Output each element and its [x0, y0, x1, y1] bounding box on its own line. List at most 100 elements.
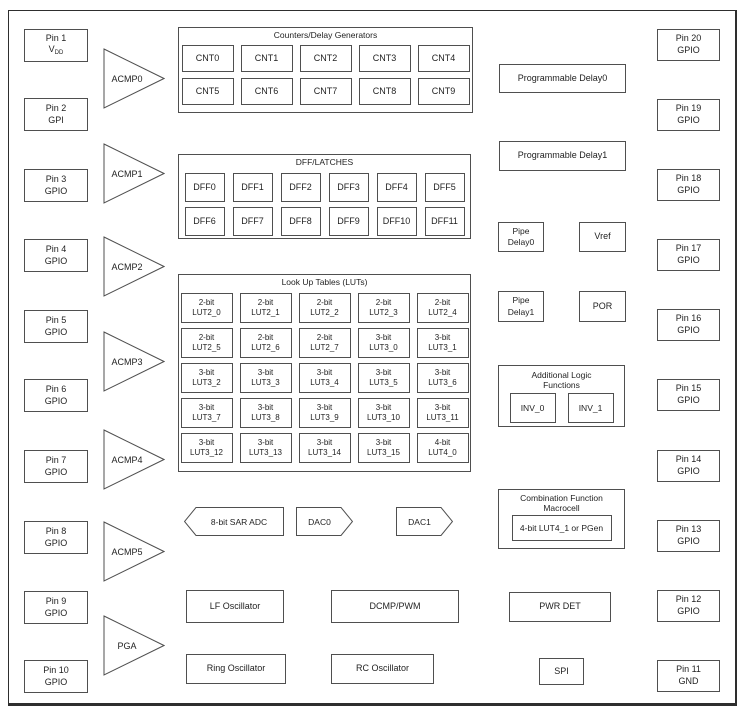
triangle-shape: [103, 143, 165, 204]
combination-macrocell-group: Combination Function Macrocell 4-bit LUT…: [498, 489, 625, 549]
additional-logic-title: Additional Logic Functions: [531, 370, 592, 391]
pipe-delay1-block: Pipe Delay1: [498, 291, 544, 322]
pin-1-box: Pin 1 VDD: [24, 29, 88, 62]
rc-oscillator-block: RC Oscillator: [331, 654, 434, 684]
pin-11-function: GND: [678, 676, 699, 686]
dac-pentagon-shape: [396, 507, 453, 536]
pin-9-function: GPIO: [44, 607, 68, 618]
por-block: POR: [579, 291, 626, 322]
acmp2-amplifier: ACMP2: [103, 236, 165, 297]
dff-cell: DFF1: [232, 172, 273, 202]
acmp4-amplifier: ACMP4: [103, 429, 165, 490]
pin-16-function: GPIO: [677, 325, 700, 335]
pin-14-label: Pin 14: [675, 454, 702, 465]
counter-cell: CNT3: [358, 44, 411, 72]
pin-8-label: Pin 8: [45, 525, 67, 536]
counters-title: Counters/Delay Generators: [273, 30, 378, 40]
pin-15-box: Pin 15 GPIO: [657, 379, 720, 411]
pin-13-label: Pin 13: [675, 524, 702, 535]
dff-cell: DFF11: [424, 206, 465, 236]
pin-10-label: Pin 10: [43, 664, 69, 675]
pin-4-box: Pin 4 GPIO: [24, 239, 88, 272]
pin-9-label: Pin 9: [45, 595, 67, 606]
counter-cell: CNT7: [299, 77, 352, 105]
pin-12-box: Pin 12 GPIO: [657, 590, 720, 622]
counter-cell: CNT9: [417, 77, 470, 105]
acmp0-label: ACMP0: [111, 73, 143, 84]
pin-7-label: Pin 7: [45, 454, 67, 465]
pin-2-function: GPI: [48, 114, 64, 125]
dff-cell: DFF10: [376, 206, 417, 236]
pin-18-label: Pin 18: [675, 173, 702, 184]
pin-6-label: Pin 6: [45, 383, 67, 394]
spi-block: SPI: [539, 658, 584, 685]
luts-title: Look Up Tables (LUTs): [281, 277, 368, 287]
pin-14-function: GPIO: [677, 466, 700, 476]
pin-8-box: Pin 8 GPIO: [24, 521, 88, 554]
pin-19-label: Pin 19: [675, 103, 702, 114]
dac1-block: DAC1: [396, 507, 453, 536]
acmp4-label: ACMP4: [111, 454, 143, 465]
dff-cell: DFF0: [184, 172, 225, 202]
pin-13-function: GPIO: [677, 536, 700, 546]
programmable-delay0-block: Programmable Delay0: [499, 64, 626, 93]
dac-pentagon-shape: [296, 507, 353, 536]
pin-17-label: Pin 17: [675, 243, 702, 254]
pga-label: PGA: [117, 640, 137, 651]
dff-cell: DFF8: [280, 206, 321, 236]
dac0-block: DAC0: [296, 507, 353, 536]
pin-12-label: Pin 12: [675, 594, 702, 605]
pin-13-box: Pin 13 GPIO: [657, 520, 720, 552]
dff-cell: DFF5: [424, 172, 465, 202]
pin-5-box: Pin 5 GPIO: [24, 310, 88, 343]
dff-cell: DFF6: [184, 206, 225, 236]
pin-3-label: Pin 3: [45, 173, 67, 184]
dff-cell: DFF9: [328, 206, 369, 236]
triangle-shape: [103, 615, 165, 676]
acmp3-amplifier: ACMP3: [103, 331, 165, 392]
pin-3-function: GPIO: [44, 185, 68, 196]
pin-18-box: Pin 18 GPIO: [657, 169, 720, 201]
pin-7-box: Pin 7 GPIO: [24, 450, 88, 483]
pin-6-function: GPIO: [44, 395, 68, 406]
pin-2-box: Pin 2 GPI: [24, 98, 88, 131]
counter-cell: CNT2: [299, 44, 352, 72]
sar-adc-block: 8-bit SAR ADC: [184, 507, 284, 536]
counter-cell: CNT6: [240, 77, 293, 105]
pin-17-box: Pin 17 GPIO: [657, 239, 720, 271]
triangle-shape: [103, 331, 165, 392]
pin-20-function: GPIO: [677, 45, 700, 55]
acmp0-amplifier: ACMP0: [103, 48, 165, 109]
dff-latches-group: DFF/LATCHES DFF0 DFF1 DFF2 DFF3 DFF4 DFF…: [178, 154, 471, 239]
acmp1-amplifier: ACMP1: [103, 143, 165, 204]
dcmp-pwm-block: DCMP/PWM: [331, 590, 459, 623]
pin-18-function: GPIO: [677, 185, 700, 195]
counter-cell: CNT5: [181, 77, 234, 105]
pin-15-label: Pin 15: [675, 383, 702, 394]
pin-11-label: Pin 11: [676, 664, 701, 675]
pin-2-label: Pin 2: [45, 102, 67, 113]
pin-1-function: VDD: [48, 44, 64, 57]
acmp5-label: ACMP5: [111, 546, 143, 557]
dac1-label: DAC1: [408, 516, 431, 527]
counters-group: Counters/Delay Generators CNT0 CNT1 CNT2…: [178, 27, 473, 113]
pin-3-box: Pin 3 GPIO: [24, 169, 88, 202]
pin-12-function: GPIO: [677, 606, 700, 616]
acmp1-label: ACMP1: [111, 168, 143, 179]
counter-cell: CNT8: [358, 77, 411, 105]
triangle-shape: [103, 48, 165, 109]
